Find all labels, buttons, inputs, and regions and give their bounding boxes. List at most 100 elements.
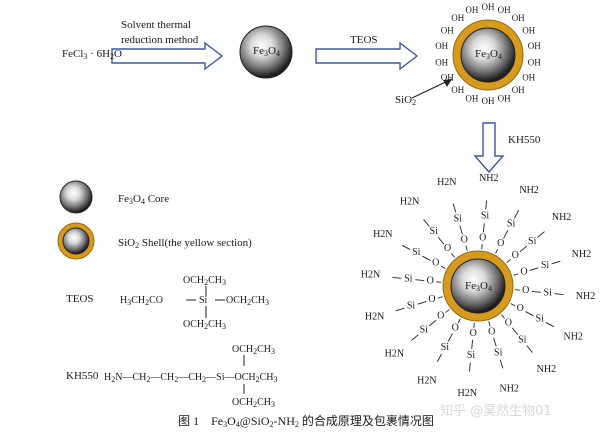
arm-silicon: Si xyxy=(541,260,550,271)
arm-bond xyxy=(395,307,405,312)
teos-si: Si xyxy=(199,295,208,306)
watermark: 知乎 @昊然生物01 xyxy=(440,404,552,419)
oh-group: OH xyxy=(522,26,535,36)
arm-bond xyxy=(402,244,411,250)
arm-bond xyxy=(459,225,463,235)
arm-bond xyxy=(519,245,528,253)
arm-silicon: Si xyxy=(412,247,421,258)
arm-silicon: Si xyxy=(420,325,429,336)
arm-silicon: Si xyxy=(518,334,527,345)
arm-amine: NH2 xyxy=(576,291,595,302)
oh-group: OH xyxy=(465,5,478,15)
arm-bond xyxy=(554,293,564,296)
arm-bond xyxy=(529,267,539,271)
arm-bond xyxy=(499,359,504,369)
arm-oxygen: O xyxy=(497,238,504,249)
teos-arrow-label: TEOS xyxy=(350,34,378,46)
arm-bond xyxy=(451,253,455,258)
arm-bond xyxy=(531,290,541,293)
arm-silicon: Si xyxy=(430,226,439,237)
arm-bond xyxy=(511,327,519,336)
arm-bond xyxy=(445,309,450,313)
oh-group: OH xyxy=(441,73,454,83)
arm-silicon: Si xyxy=(528,236,537,247)
arm-amine: H2N xyxy=(400,197,419,208)
oh-group: OH xyxy=(482,96,495,106)
arm-amine: NH2 xyxy=(572,249,591,260)
arm-bond xyxy=(545,322,554,328)
arm-oxygen: O xyxy=(517,303,524,314)
shell-core-text-top: Fe3O4 xyxy=(475,48,502,61)
arm-bond xyxy=(525,311,534,317)
arm-oxygen: O xyxy=(461,234,468,245)
arm-oxygen: O xyxy=(522,285,529,296)
arm-oxygen: O xyxy=(432,258,439,269)
arm-silicon: Si xyxy=(507,219,516,230)
teos-top-group: OCH2CH3 xyxy=(183,275,227,287)
arm-bond xyxy=(436,353,442,362)
arm-amine: NH2 xyxy=(519,185,538,196)
formula-bonds xyxy=(186,286,245,394)
arm-silicon: Si xyxy=(494,347,503,358)
fe3o4-core-top xyxy=(460,27,516,83)
arm-silicon: Si xyxy=(454,213,463,224)
arm-bond xyxy=(428,319,437,327)
fe3o4-core-particle xyxy=(239,25,293,79)
reactant-label: FeCl3 · 6H2O xyxy=(62,48,122,61)
legend-core-icon xyxy=(59,180,93,214)
oh-group: OH xyxy=(465,93,478,103)
arm-bond xyxy=(392,276,402,279)
arm-bond xyxy=(411,334,419,341)
oh-group: OH xyxy=(451,85,464,95)
arm-oxygen: O xyxy=(437,311,444,322)
oh-group: OH xyxy=(451,13,464,23)
arm-silicon: Si xyxy=(544,287,553,298)
arm-bond xyxy=(417,301,427,305)
arm-bond xyxy=(423,219,430,227)
teos-right-group: OCH2CH3 xyxy=(226,295,270,307)
arm-amine: H2N xyxy=(365,311,384,322)
oh-group: OH xyxy=(498,93,511,103)
arm-bond xyxy=(510,303,516,307)
oh-group: OH xyxy=(528,41,541,51)
oh-group: OH xyxy=(441,26,454,36)
oh-group: OH xyxy=(435,57,448,67)
kh550-arrow-label: KH550 xyxy=(508,134,541,146)
arm-oxygen: O xyxy=(427,275,434,286)
arm-amine: H2N xyxy=(361,269,380,280)
arm-oxygen: O xyxy=(488,326,495,337)
legend-core-label: Fe3O4 Core xyxy=(118,193,170,206)
arm-bond xyxy=(506,259,511,263)
arm-bond xyxy=(422,255,431,261)
sio2-pointer-head xyxy=(443,79,452,87)
arm-bond xyxy=(503,230,509,239)
arm-bond xyxy=(493,337,497,347)
arm-amine: H2N xyxy=(373,229,392,240)
reaction-arrows xyxy=(111,41,505,174)
arm-bond xyxy=(551,260,561,265)
arm-bond xyxy=(447,333,453,342)
teos-left-group: H3CH2CO xyxy=(120,295,164,307)
arrow-1 xyxy=(111,41,224,71)
arm-silicon: Si xyxy=(467,350,476,361)
arm-amine: NH2 xyxy=(479,173,498,184)
arm-bond xyxy=(457,318,461,324)
arm-bond xyxy=(485,200,488,210)
arrow-3 xyxy=(473,122,505,174)
method-label-line2: reduction method xyxy=(121,34,199,46)
arm-silicon: Si xyxy=(441,342,450,353)
arm-bond xyxy=(488,321,491,327)
arm-bond xyxy=(440,265,446,269)
arm-amine: H2N xyxy=(437,177,456,188)
arm-bond xyxy=(437,296,443,299)
oh-group: OH xyxy=(512,13,525,23)
oh-group: OH xyxy=(522,73,535,83)
oh-group: OH xyxy=(512,85,525,95)
arm-silicon: Si xyxy=(536,313,545,324)
arm-bond xyxy=(513,273,519,276)
arm-amine: NH2 xyxy=(499,384,518,395)
arm-bond xyxy=(465,245,468,251)
teos-name: TEOS xyxy=(66,293,94,305)
arm-silicon: Si xyxy=(481,211,490,222)
